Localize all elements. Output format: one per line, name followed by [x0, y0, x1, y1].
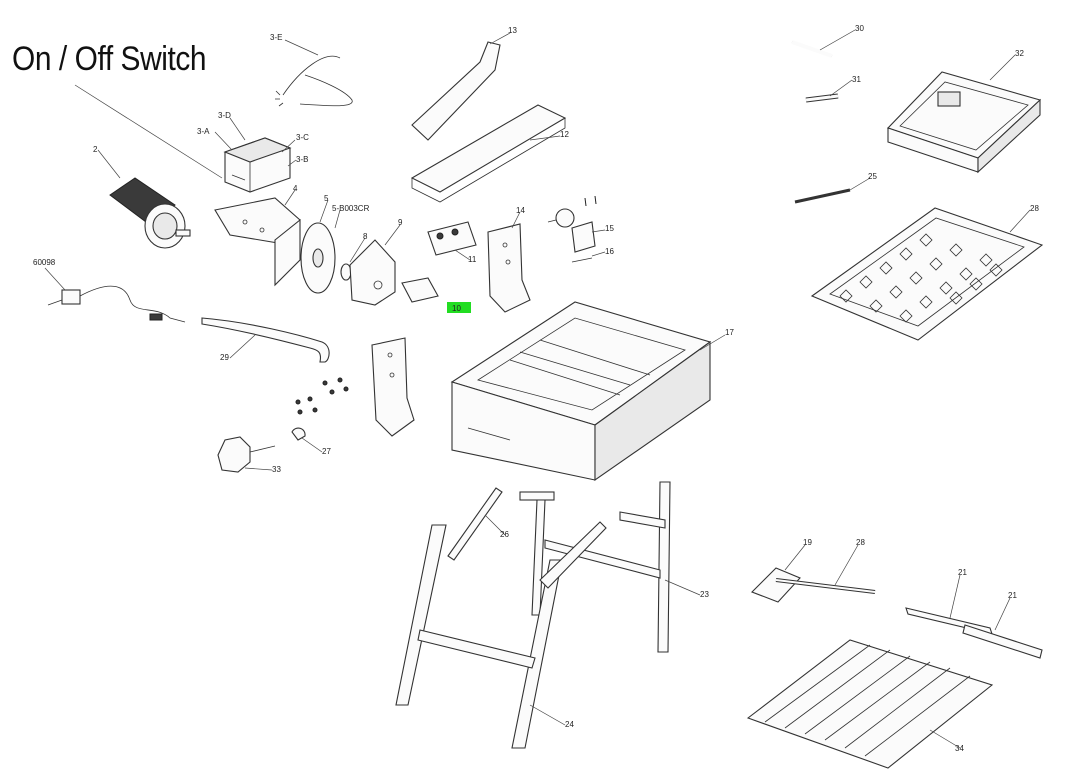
callout-3e: 3-E [270, 33, 282, 42]
callout-25: 25 [868, 172, 877, 181]
callout-3b: 3-B [296, 155, 308, 164]
callout-15: 15 [605, 224, 614, 233]
power-cord-part: 3-E [270, 33, 353, 107]
switch-cord-part: 60098 [33, 258, 186, 323]
switch-leader-line [74, 84, 223, 179]
knob-part: 33 [217, 436, 281, 474]
callout-28-guide: 28 [856, 538, 865, 547]
callout-21b: 21 [1008, 591, 1017, 600]
callout-10: 10 [452, 304, 461, 313]
water-manifold-part: 11 [427, 221, 477, 264]
callout-30: 30 [855, 24, 864, 33]
perforation-holes [839, 233, 1003, 323]
leg-stand-left-part: 24 [395, 521, 607, 749]
callout-11: 11 [468, 255, 477, 264]
cross-brace-part: 26 [447, 487, 509, 561]
callout-32: 32 [1015, 49, 1024, 58]
callout-34: 34 [955, 744, 964, 753]
callout-26: 26 [500, 530, 509, 539]
callout-23: 23 [700, 590, 709, 599]
flange-part: 8 [340, 232, 368, 281]
callout-21: 21 [958, 568, 967, 577]
callout-60098: 60098 [33, 258, 56, 267]
switch-box-part: 3-A 3-D 3-C 3-B [197, 111, 309, 193]
callout-9: 9 [398, 218, 403, 227]
screws-part [295, 377, 349, 415]
motor-part: 2 [93, 145, 191, 249]
callout-3a: 3-A [197, 127, 210, 136]
callout-19: 19 [803, 538, 812, 547]
callout-29: 29 [220, 353, 229, 362]
highlight-box [447, 302, 471, 313]
callout-2: 2 [93, 145, 98, 154]
clip-part: 27 [291, 427, 331, 456]
callout-27: 27 [322, 447, 331, 456]
main-frame-part: 17 [450, 301, 734, 482]
guide-rail-part: 12 [410, 104, 569, 203]
pin-part: 30 [791, 24, 864, 58]
water-hose-part: 29 [201, 317, 330, 363]
callout-13: 13 [508, 26, 517, 35]
water-tray-part: 32 [886, 49, 1042, 174]
rod-part: 25 [794, 172, 877, 204]
clamp-part: 15 16 [547, 195, 614, 263]
callout-8: 8 [363, 232, 368, 241]
handle-arm-part: 13 [411, 26, 517, 141]
callout-28: 28 [1030, 204, 1039, 213]
callout-17: 17 [725, 328, 734, 337]
callout-31: 31 [852, 75, 861, 84]
wrench-part: 31 [805, 75, 861, 103]
side-bracket-lower-part [371, 337, 415, 437]
callout-5b: 5-B003CR [332, 204, 370, 213]
callout-14: 14 [516, 206, 525, 215]
callout-4: 4 [293, 184, 298, 193]
table-slats-part: 34 [746, 639, 994, 769]
blade-part: 5 5-B003CR [300, 194, 370, 294]
side-bracket-upper-part: 14 [487, 206, 531, 313]
callout-16: 16 [605, 247, 614, 256]
side-rails-part: 21 21 [905, 568, 1043, 659]
spacer-plate-part: 10 [401, 277, 471, 313]
perforated-table-part: 28 [810, 204, 1044, 341]
callout-3d: 3-D [218, 111, 231, 120]
on-off-switch-label: On / Off Switch [12, 40, 207, 78]
callout-5: 5 [324, 194, 329, 203]
motor-mount-plate-part: 4 [214, 184, 301, 287]
miter-guide-part: 19 28 [751, 538, 876, 603]
callout-12: 12 [560, 130, 569, 139]
callout-24: 24 [565, 720, 574, 729]
callout-3c: 3-C [296, 133, 309, 142]
blade-guard-part: 9 [349, 218, 403, 306]
callout-33: 33 [272, 465, 281, 474]
